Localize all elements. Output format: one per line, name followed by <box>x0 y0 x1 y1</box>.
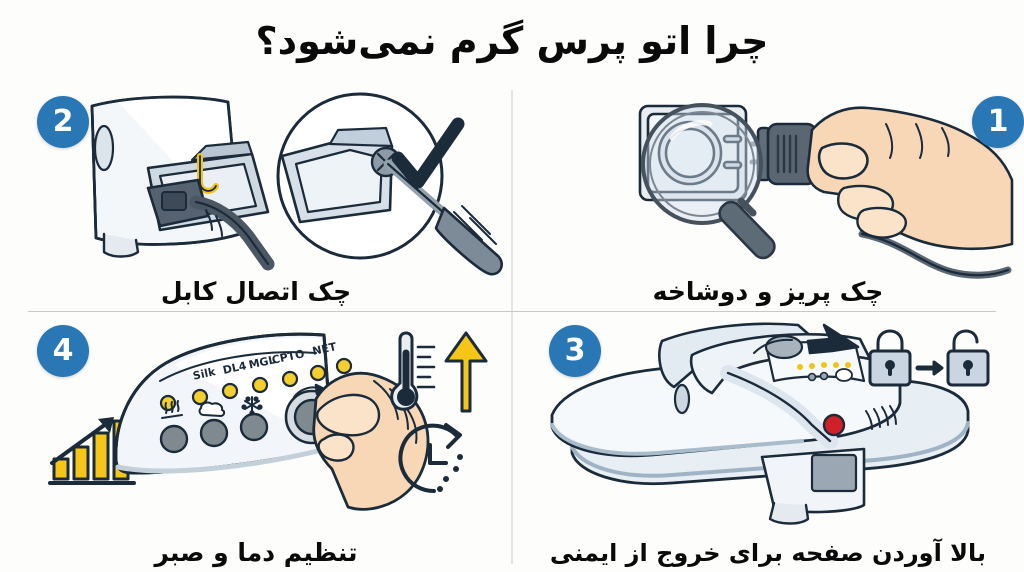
panel-step-3: 3 <box>512 311 1024 572</box>
magnifier-circle-icon <box>276 92 444 260</box>
checkmark-icon <box>391 117 465 189</box>
page-title: چرا اتو پرس گرم نمی‌شود؟ <box>255 19 769 63</box>
up-arrow-icon <box>806 323 860 355</box>
panel-2-caption: چک اتصال کابل <box>160 277 352 307</box>
vertical-divider <box>511 90 513 564</box>
clock-wait-icon <box>398 423 463 493</box>
magnifier-icon <box>641 103 776 260</box>
cable-socket-icon <box>146 140 275 271</box>
panel-grid: 1 <box>0 82 1024 572</box>
panel-step-2: 2 <box>0 82 512 311</box>
panel-3-caption: بالا آوردن صفحه برای خروج از ایمنی <box>549 539 987 568</box>
press-iron-icon <box>550 322 970 525</box>
panel-4-illustration: Silk DL4 MGL CPTO NET <box>0 311 512 572</box>
led-label-dl4: DL4 <box>222 359 248 377</box>
lock-open-icon <box>946 329 990 387</box>
control-buttons <box>159 412 269 454</box>
step-badge-1: 1 <box>972 96 1024 148</box>
screwdriver-icon <box>383 159 503 276</box>
horizontal-divider <box>28 311 996 312</box>
panel-2-illustration <box>0 82 512 311</box>
panel-1-illustration <box>512 82 1024 311</box>
panel-step-4: 4 <box>0 311 512 572</box>
step-badge-3: 3 <box>549 325 601 377</box>
snowflake-icon <box>241 396 263 416</box>
hand-knob-icon <box>312 371 430 511</box>
cable-icon <box>858 230 1012 279</box>
led-label-net: NET <box>311 340 338 358</box>
panel-step-1: 1 <box>512 82 1024 311</box>
panel-4-caption: تنظیم دما و صبر <box>154 538 358 568</box>
hand-icon <box>806 106 1014 251</box>
up-arrow-yellow-icon <box>444 331 488 413</box>
panel-1-caption: چک پریز و دوشاخه <box>652 277 884 307</box>
panel-3-illustration <box>512 311 1024 572</box>
arrow-right-icon <box>915 360 944 376</box>
heat-icon <box>161 400 183 419</box>
step-badge-4: 4 <box>37 325 89 377</box>
plug-icon <box>749 122 826 186</box>
lock-closed-icon <box>868 329 912 387</box>
thermometer-icon <box>390 331 436 411</box>
step-badge-2: 2 <box>37 96 89 148</box>
steam-cloud-icon <box>198 401 226 417</box>
led-label-mgl: MGL <box>248 353 277 371</box>
title-bar: چرا اتو پرس گرم نمی‌شود؟ <box>0 0 1024 82</box>
led-label-silk: Silk <box>192 365 218 383</box>
led-row-upper <box>221 357 353 400</box>
